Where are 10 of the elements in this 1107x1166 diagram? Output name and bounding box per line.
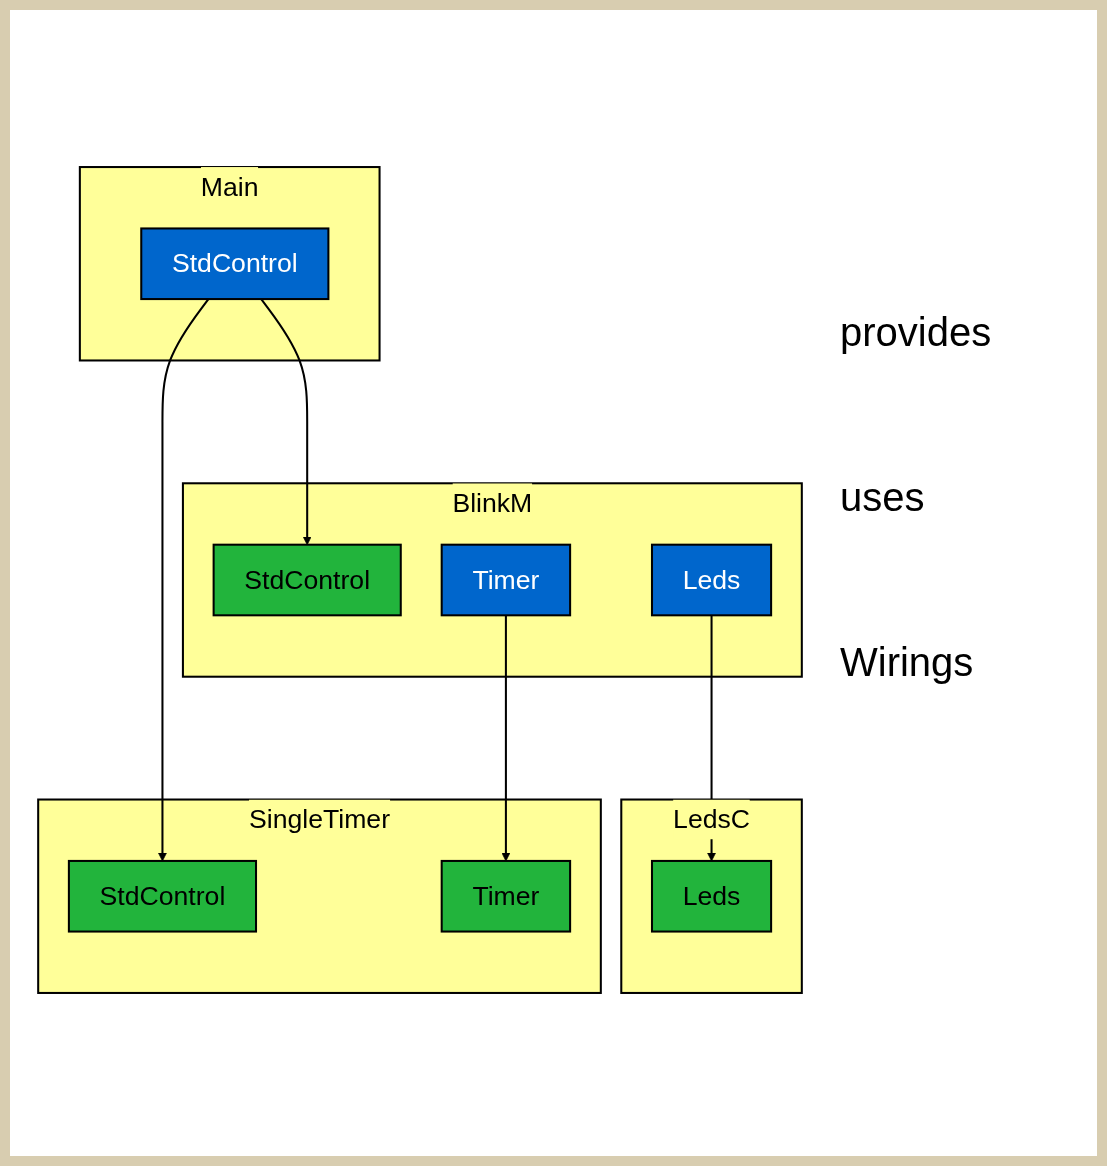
annotation-label: provides	[840, 310, 993, 355]
annotation-label: uses	[840, 475, 926, 520]
node-box: Timer	[440, 859, 572, 933]
node-box: Leds	[650, 543, 773, 617]
node-box: StdControl	[67, 859, 258, 933]
node-box: StdControl	[212, 543, 402, 617]
node-box: Timer	[440, 543, 572, 617]
annotation-label: Wirings	[840, 640, 975, 685]
node-box: Leds	[650, 859, 773, 933]
node-box: StdControl	[140, 227, 330, 301]
